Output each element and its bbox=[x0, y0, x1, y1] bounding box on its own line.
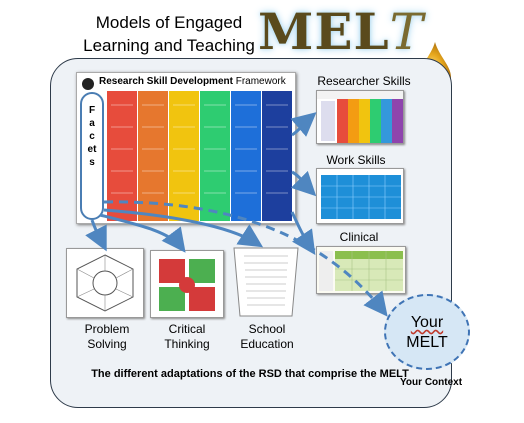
problem-solving-line-1: Problem bbox=[84, 322, 130, 336]
critical-thinking-image bbox=[150, 250, 224, 318]
critical-thinking-puzzle bbox=[155, 255, 219, 313]
work-skills-grid bbox=[317, 169, 403, 223]
school-education-line-1: School bbox=[248, 322, 286, 336]
problem-solving-image bbox=[66, 248, 144, 318]
school-education-image bbox=[233, 247, 299, 317]
work-skills-image bbox=[316, 168, 404, 224]
title-line-2: Learning and Teaching bbox=[83, 36, 255, 55]
caption: The different adaptations of the RSD tha… bbox=[91, 368, 409, 380]
framework-column bbox=[231, 91, 261, 221]
problem-solving-label: Problem Solving bbox=[70, 322, 144, 352]
framework-title-rest: Framework bbox=[232, 76, 286, 87]
critical-thinking-label: Critical Thinking bbox=[150, 322, 224, 352]
arrow-to-problem-solving bbox=[85, 219, 107, 252]
work-skills-label: Work Skills bbox=[326, 153, 386, 167]
framework-text-lines bbox=[111, 104, 288, 194]
arrow-to-work-skills bbox=[290, 170, 317, 197]
framework-badge-icon bbox=[82, 78, 94, 90]
framework-title: Research Skill Development Framework bbox=[99, 76, 286, 87]
arrow-to-researcher-skills bbox=[290, 112, 317, 137]
facets-text: Facets bbox=[87, 105, 97, 168]
rsd-framework-image: Research Skill Development Framework bbox=[76, 72, 296, 224]
researcher-skills-grid bbox=[317, 91, 403, 143]
researcher-skills-label: Researcher Skills bbox=[317, 74, 411, 88]
arrow-to-clinical-reflection bbox=[290, 211, 316, 255]
framework-column bbox=[262, 91, 292, 221]
critical-thinking-line-2: Thinking bbox=[164, 337, 210, 351]
your-context-label: Your Context bbox=[400, 377, 463, 388]
your-melt-circle: Your MELT bbox=[384, 294, 470, 370]
framework-column bbox=[138, 91, 168, 221]
melt-logo-script: T bbox=[389, 3, 424, 61]
clinical-reflection-grid bbox=[317, 247, 405, 293]
framework-column bbox=[107, 91, 137, 221]
framework-column bbox=[200, 91, 230, 221]
arrow-to-school-education bbox=[103, 208, 264, 248]
researcher-skills-image bbox=[316, 90, 404, 144]
your-melt-line-1: Your bbox=[410, 314, 444, 331]
melt-logo-text: MEL bbox=[258, 2, 390, 61]
framework-colour-columns bbox=[107, 91, 292, 221]
problem-solving-line-2: Solving bbox=[87, 337, 127, 351]
title-line-1: Models of Engaged bbox=[95, 13, 243, 32]
clinical-reflection-image bbox=[316, 246, 406, 294]
critical-thinking-line-1: Critical bbox=[168, 322, 206, 336]
framework-column bbox=[169, 91, 199, 221]
melt-logo: MELT bbox=[258, 2, 424, 61]
framework-title-bold: Research Skill Development bbox=[99, 76, 233, 87]
school-education-label: School Education bbox=[230, 322, 304, 352]
problem-solving-diagram bbox=[76, 254, 134, 312]
facets-label: Facets bbox=[80, 92, 104, 220]
your-melt-line-2: MELT bbox=[406, 334, 448, 351]
dashed-arrow-to-your-melt bbox=[103, 200, 388, 317]
arrow-to-critical-thinking bbox=[99, 213, 186, 253]
school-education-line-2: Education bbox=[240, 337, 294, 351]
